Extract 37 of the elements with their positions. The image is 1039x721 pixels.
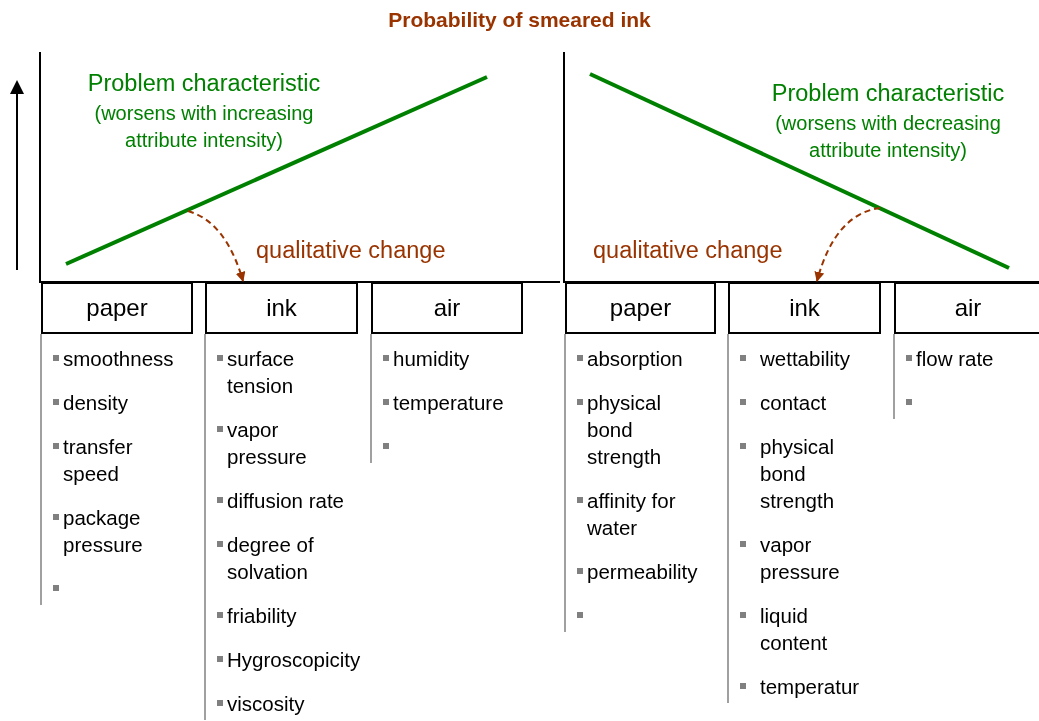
curve-label: Problem characteristic bbox=[86, 70, 322, 97]
attribute-text: vapor pressure bbox=[760, 532, 841, 585]
attribute-text: wettability bbox=[760, 346, 851, 372]
attribute-text: temperature bbox=[393, 390, 505, 416]
curve-note: (worsens with decreasing attribute intensity) bbox=[774, 111, 1002, 163]
attribute-text: density bbox=[63, 390, 129, 416]
dashed-arrow bbox=[187, 210, 246, 282]
attribute-text: temperatur bbox=[760, 674, 861, 700]
attribute-text: degree of solvation bbox=[227, 532, 315, 585]
category-box: ink bbox=[728, 282, 881, 334]
attribute-text: permeability bbox=[587, 559, 699, 585]
attribute-text: transfer speed bbox=[63, 434, 134, 487]
dashed-arrow bbox=[814, 207, 881, 282]
attribute-text: humidity bbox=[393, 346, 471, 372]
attribute-text: flow rate bbox=[916, 346, 995, 372]
attribute-text: absorption bbox=[587, 346, 684, 372]
attribute-text: friability bbox=[227, 603, 298, 629]
attribute-text: affinity for water bbox=[587, 488, 677, 541]
curve-note: (worsens with increasing attribute intensity) bbox=[93, 101, 315, 153]
category-box: air bbox=[371, 282, 523, 334]
attribute-text: diffusion rate bbox=[227, 488, 345, 514]
attribute-text: vapor pressure bbox=[227, 417, 308, 470]
title: Probability of smeared ink bbox=[387, 8, 652, 32]
attribute-text: smoothness bbox=[63, 346, 175, 372]
attribute-text: liquid content bbox=[760, 603, 829, 656]
attribute-text: physical bond strength bbox=[760, 434, 836, 514]
category-box: paper bbox=[41, 282, 193, 334]
attribute-text: physical bond strength bbox=[587, 390, 663, 470]
attribute-text: Hygroscopicity bbox=[227, 647, 359, 673]
attribute-text: surface tension bbox=[227, 346, 296, 399]
attribute-text: contact bbox=[760, 390, 828, 416]
category-box: paper bbox=[565, 282, 716, 334]
category-box: ink bbox=[205, 282, 358, 334]
attribute-text: viscosity bbox=[227, 691, 306, 717]
attribute-text: package pressure bbox=[63, 505, 144, 558]
category-box: air bbox=[894, 282, 1039, 334]
curve-label: Problem characteristic bbox=[770, 80, 1006, 107]
